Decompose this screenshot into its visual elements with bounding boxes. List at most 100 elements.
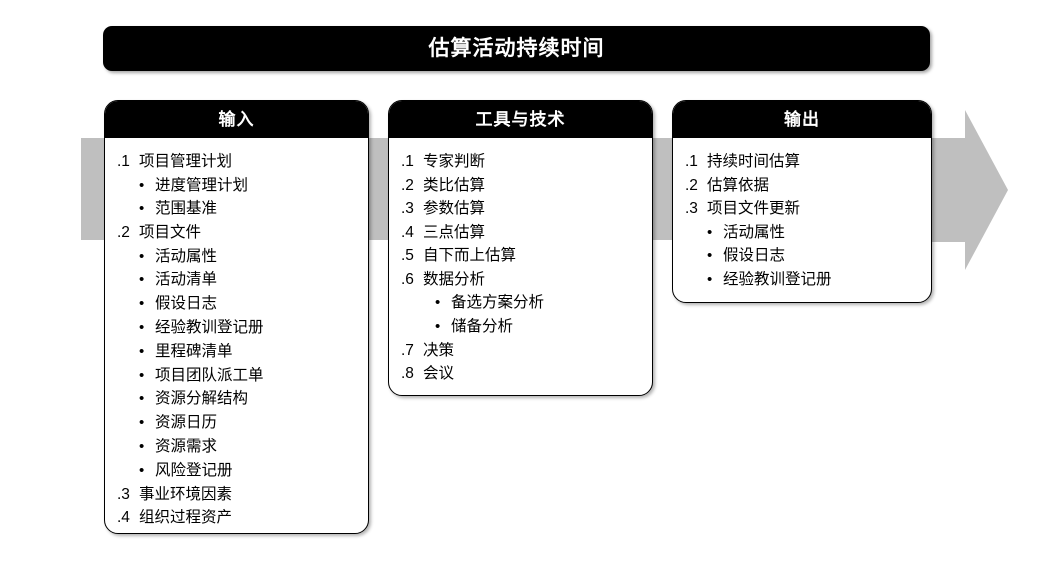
box-header-label: 输出: [784, 109, 820, 129]
item-label: 持续时间估算: [707, 153, 801, 170]
bullet-icon: •: [707, 271, 713, 289]
item-number: .7: [401, 341, 414, 359]
box-body-tools: .1 专家判断 .2 类比估算 .3 参数估算 .4 三点估算 .5 自下而上估…: [389, 138, 652, 395]
list-item: • 范围基准: [117, 197, 358, 221]
list-item: • 经验教训登记册: [117, 316, 358, 340]
item-label: 活动属性: [155, 247, 218, 265]
list-item: • 资源分解结构: [117, 387, 358, 411]
list-item: • 活动属性: [117, 245, 358, 269]
item-label: 项目管理计划: [139, 153, 233, 170]
box-header-label: 输入: [218, 109, 255, 129]
item-label: 项目团队派工单: [155, 366, 264, 384]
list-item: .1 项目管理计划: [117, 150, 358, 174]
item-label: 项目文件更新: [707, 200, 801, 218]
list-item: • 活动清单: [117, 268, 358, 292]
list-item: .8 会议: [401, 362, 642, 386]
list-item: .2 项目文件: [117, 221, 358, 245]
list-item: • 假设日志: [117, 292, 358, 316]
bullet-icon: •: [139, 366, 145, 384]
item-label: 假设日志: [723, 247, 786, 265]
list-item: .5 自下而上估算: [401, 244, 642, 268]
list-item: • 假设日志: [685, 244, 921, 268]
tools-item-list: .1 专家判断 .2 类比估算 .3 参数估算 .4 三点估算 .5 自下而上估…: [401, 150, 642, 386]
list-item: • 经验教训登记册: [685, 268, 921, 292]
item-number: .4: [117, 509, 130, 527]
item-label: 经验教训登记册: [155, 319, 264, 337]
list-item: .4 三点估算: [401, 221, 642, 245]
list-item: • 备选方案分析: [401, 291, 642, 315]
flow-connector-tools-to-outputs: [650, 138, 676, 240]
list-item: • 项目团队派工单: [117, 364, 358, 388]
item-number: .1: [117, 153, 130, 170]
flow-arrow-right-icon: [925, 110, 1008, 270]
box-header-label: 工具与技术: [475, 109, 566, 129]
item-number: .4: [401, 223, 414, 241]
item-label: 组织过程资产: [139, 509, 233, 527]
item-label: 活动属性: [723, 223, 786, 241]
item-number: .5: [401, 247, 414, 265]
item-label: 估算依据: [707, 176, 770, 194]
bullet-icon: •: [139, 342, 145, 360]
outputs-item-list: .1 持续时间估算 .2 估算依据 .3 项目文件更新 • 活动属性 • 假设日…: [685, 150, 921, 292]
list-item: .6 数据分析: [401, 268, 642, 292]
list-item: • 储备分析: [401, 315, 642, 339]
item-label: 项目文件: [139, 224, 202, 242]
item-label: 里程碑清单: [155, 342, 233, 360]
item-label: 参数估算: [423, 200, 486, 218]
bullet-icon: •: [707, 223, 713, 241]
bullet-icon: •: [139, 414, 145, 432]
item-label: 风险登记册: [155, 461, 233, 479]
bullet-icon: •: [139, 271, 145, 289]
process-box-tools-and-techniques: 工具与技术 .1 专家判断 .2 类比估算 .3 参数估算 .4 三点估算 .5…: [388, 100, 653, 396]
item-number: .2: [401, 176, 414, 194]
item-label: 储备分析: [451, 318, 514, 336]
item-label: 经验教训登记册: [723, 271, 832, 289]
list-item: • 活动属性: [685, 221, 921, 245]
bullet-icon: •: [139, 176, 145, 194]
list-item: .1 持续时间估算: [685, 150, 921, 174]
list-item: .3 参数估算: [401, 197, 642, 221]
bullet-icon: •: [139, 461, 145, 479]
item-number: .2: [117, 224, 130, 242]
item-label: 假设日志: [155, 295, 218, 313]
list-item: • 进度管理计划: [117, 174, 358, 198]
bullet-icon: •: [435, 294, 441, 312]
item-label: 备选方案分析: [451, 294, 545, 312]
item-number: .1: [401, 153, 414, 170]
bullet-icon: •: [139, 295, 145, 313]
box-body-inputs: .1 项目管理计划 • 进度管理计划 • 范围基准 .2 项目文件 • 活动属性…: [105, 138, 368, 533]
box-header-inputs: 输入: [105, 101, 368, 138]
process-title-banner: 估算活动持续时间: [103, 26, 930, 71]
item-label: 资源分解结构: [155, 390, 249, 408]
item-label: 类比估算: [423, 176, 486, 194]
list-item: .4 组织过程资产: [117, 506, 358, 530]
item-label: 专家判断: [423, 153, 486, 170]
list-item: .1 专家判断: [401, 150, 642, 174]
list-item: .3 事业环境因素: [117, 483, 358, 507]
list-item: .7 决策: [401, 339, 642, 363]
list-item: • 里程碑清单: [117, 340, 358, 364]
box-header-outputs: 输出: [673, 101, 931, 138]
list-item: .2 估算依据: [685, 174, 921, 198]
process-box-outputs: 输出 .1 持续时间估算 .2 估算依据 .3 项目文件更新 • 活动属性 • …: [672, 100, 932, 303]
bullet-icon: •: [139, 200, 145, 218]
list-item: • 资源需求: [117, 435, 358, 459]
item-label: 资源需求: [155, 438, 218, 456]
item-label: 决策: [423, 341, 455, 359]
item-number: .3: [401, 200, 414, 218]
item-number: .8: [401, 365, 414, 383]
item-number: .6: [401, 270, 414, 288]
item-number: .3: [685, 200, 698, 218]
process-box-inputs: 输入 .1 项目管理计划 • 进度管理计划 • 范围基准 .2 项目文件 • 活…: [104, 100, 369, 534]
bullet-icon: •: [139, 390, 145, 408]
page-title: 估算活动持续时间: [428, 37, 605, 60]
list-item: • 资源日历: [117, 411, 358, 435]
item-label: 三点估算: [423, 223, 486, 241]
item-label: 会议: [423, 365, 455, 383]
bullet-icon: •: [139, 438, 145, 456]
item-number: .2: [685, 176, 698, 194]
list-item: .3 项目文件更新: [685, 197, 921, 221]
bullet-icon: •: [435, 318, 441, 336]
item-number: .1: [685, 153, 698, 170]
item-label: 自下而上估算: [423, 247, 517, 265]
